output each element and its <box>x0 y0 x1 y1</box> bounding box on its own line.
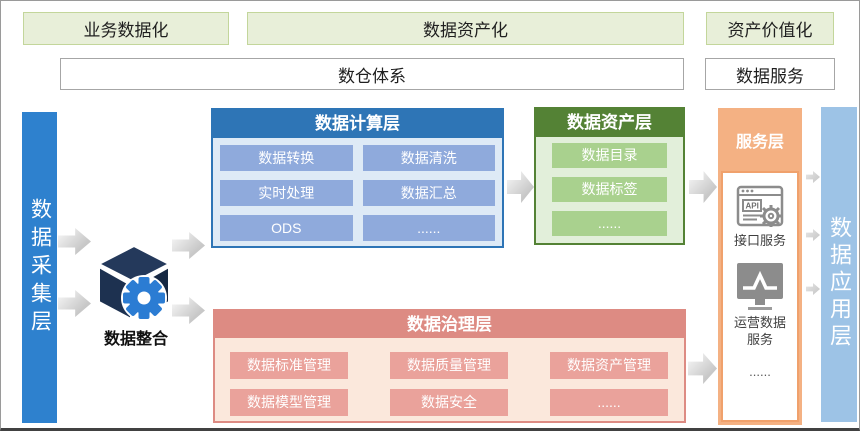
service-layer-inner: API 接口服务 运营数据服务 ...... <box>721 171 799 422</box>
banner-business-datafication: 业务数据化 <box>23 12 229 45</box>
compute-cell: ODS <box>220 215 353 241</box>
arrow-service-to-application-1 <box>806 171 820 183</box>
asset-cell: 数据标签 <box>552 177 667 202</box>
asset-layer-title: 数据资产层 <box>536 109 683 137</box>
api-icon: API <box>736 185 784 227</box>
service-layer-ellipsis: ...... <box>749 363 771 379</box>
subbanner-data-warehouse-system: 数仓体系 <box>60 58 684 90</box>
compute-cell: 实时处理 <box>220 180 353 206</box>
asset-layer-body: 数据目录 数据标签 ...... <box>536 137 683 242</box>
governance-layer-body: 数据标准管理 数据质量管理 数据资产管理 数据模型管理 数据安全 ...... <box>215 338 684 416</box>
governance-cell: ...... <box>550 389 668 416</box>
compute-cell: 数据转换 <box>220 145 353 171</box>
data-application-layer-bar: 数据应用层 <box>821 107 857 422</box>
arrow-service-to-application-3 <box>806 283 820 295</box>
arrow-asset-to-service <box>689 171 717 203</box>
governance-cell: 数据质量管理 <box>390 352 508 379</box>
banner-asset-valorization: 资产价值化 <box>706 12 834 45</box>
banner-data-assetization: 数据资产化 <box>247 12 684 45</box>
data-collection-layer-bar: 数据采集层 <box>22 112 57 423</box>
compute-cell: 数据汇总 <box>362 180 495 206</box>
data-collection-layer-label: 数据采集层 <box>28 197 52 338</box>
monitor-icon <box>737 263 783 311</box>
governance-cell: 数据模型管理 <box>230 389 348 416</box>
subbanner-data-service: 数据服务 <box>705 58 835 90</box>
svg-text:API: API <box>746 202 759 211</box>
asset-layer-box: 数据资产层 数据目录 数据标签 ...... <box>534 107 685 245</box>
governance-cell: 数据标准管理 <box>230 352 348 379</box>
arrow-integration-to-compute <box>172 232 205 259</box>
compute-cell: 数据清洗 <box>362 145 495 171</box>
arrow-governance-to-service <box>688 353 717 384</box>
arrow-service-to-application-2 <box>806 229 820 241</box>
compute-layer-box: 数据计算层 数据转换 数据清洗 实时处理 数据汇总 ODS ...... <box>211 108 504 248</box>
compute-layer-body: 数据转换 数据清洗 实时处理 数据汇总 ODS ...... <box>213 138 502 247</box>
data-integration-label: 数据整合 <box>103 331 168 348</box>
compute-cell: ...... <box>362 215 495 241</box>
service-layer-box: 服务层 API 接口服务 <box>718 108 802 425</box>
governance-layer-box: 数据治理层 数据标准管理 数据质量管理 数据资产管理 数据模型管理 数据安全 .… <box>213 309 686 423</box>
data-integration-cube-gear-icon <box>96 244 172 321</box>
arrow-collection-to-integration-top <box>58 228 91 255</box>
api-service-label: 接口服务 <box>733 233 786 248</box>
governance-layer-title: 数据治理层 <box>215 311 684 338</box>
operations-data-service-label: 运营数据服务 <box>733 315 786 347</box>
arrow-collection-to-integration-bottom <box>58 290 91 317</box>
governance-cell: 数据资产管理 <box>550 352 668 379</box>
governance-cell: 数据安全 <box>390 389 508 416</box>
arrow-integration-to-governance <box>172 297 205 324</box>
compute-layer-title: 数据计算层 <box>213 110 502 138</box>
arrow-compute-to-asset <box>507 171 534 203</box>
asset-cell: ...... <box>552 211 667 236</box>
data-application-layer-label: 数据应用层 <box>827 216 852 351</box>
service-layer-title: 服务层 <box>735 133 784 151</box>
asset-cell: 数据目录 <box>552 143 667 168</box>
